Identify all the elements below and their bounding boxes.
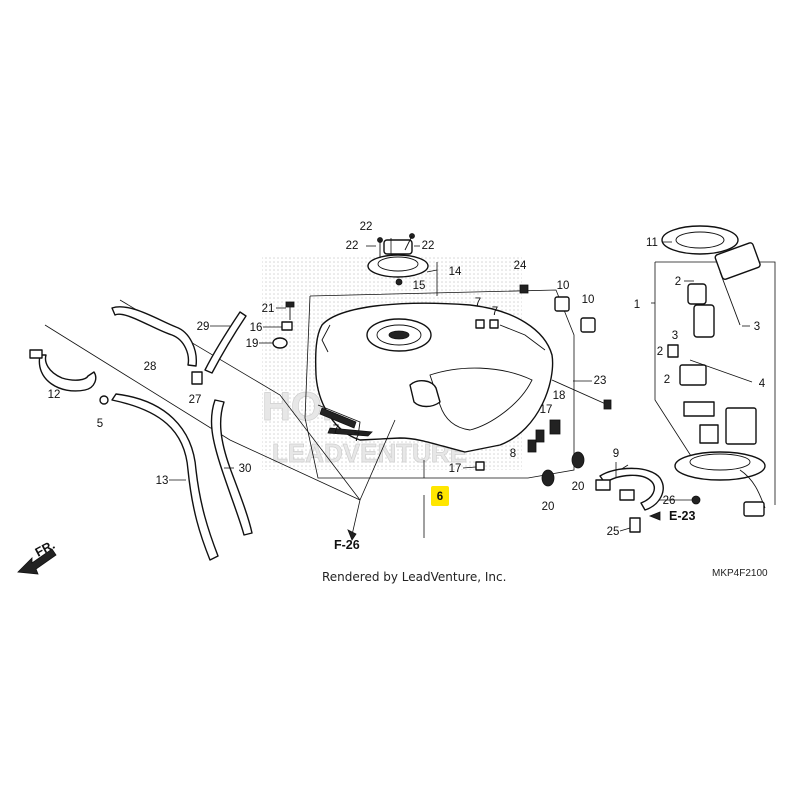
callouts: 1 2 2 2 3 3 4 5 6 7 7 7 7 8 9 10 10 11 1… [48,221,766,538]
ref-f26[interactable]: F-26 [334,538,360,552]
callout-29[interactable]: 29 [197,321,210,333]
fuel-pump-assembly [661,225,766,517]
highlight-box [431,486,449,506]
callout-28[interactable]: 28 [144,361,157,373]
callout-13[interactable]: 13 [156,475,169,487]
feed-hose [595,462,664,533]
ref-e23-arrow [648,511,661,521]
callout-7[interactable]: 7 [492,306,498,318]
callout-7[interactable]: 7 [354,432,360,444]
callout-17[interactable]: 17 [540,404,553,416]
callout-11[interactable]: 11 [646,237,658,249]
callout-7[interactable]: 7 [333,424,339,436]
callout-21[interactable]: 21 [262,303,275,315]
callout-22[interactable]: 22 [422,240,435,252]
callout-10[interactable]: 10 [557,280,570,292]
callout-16[interactable]: 16 [250,322,263,334]
callout-1[interactable]: 1 [634,299,640,311]
callout-2[interactable]: 2 [657,346,663,358]
callout-27[interactable]: 27 [189,394,202,406]
callout-6[interactable]: 6 [437,491,443,503]
ref-e23[interactable]: E-23 [669,509,695,523]
callout-leaders [169,241,694,532]
callout-2[interactable]: 2 [664,374,670,386]
callout-3[interactable]: 3 [754,321,760,333]
callout-20[interactable]: 20 [542,501,555,513]
diagram-code: MKP4F2100 [712,568,768,579]
ref-f26-leader [351,419,396,536]
callout-17[interactable]: 17 [449,463,462,475]
callout-14[interactable]: 14 [449,266,462,278]
callout-5[interactable]: 5 [97,418,103,430]
callout-22[interactable]: 22 [360,221,373,233]
callout-8[interactable]: 8 [510,448,516,460]
callout-10[interactable]: 10 [582,294,595,306]
callout-2[interactable]: 2 [675,276,681,288]
hoses [29,306,253,561]
callout-15[interactable]: 15 [413,280,426,292]
filler-cap-assembly [366,233,438,286]
hardware-parts [99,284,612,487]
callout-3[interactable]: 3 [672,330,678,342]
callout-23[interactable]: 23 [594,375,607,387]
rendered-by-text: Rendered by LeadVenture, Inc. [322,570,506,584]
callout-18[interactable]: 18 [553,390,566,402]
callout-30[interactable]: 30 [239,463,252,475]
ref-f26-arrow [347,529,357,541]
callout-4[interactable]: 4 [759,378,766,390]
callout-24[interactable]: 24 [514,260,527,272]
fuel-tank [314,302,554,453]
callout-20[interactable]: 20 [572,481,585,493]
callout-19[interactable]: 19 [246,338,259,350]
callout-12[interactable]: 12 [48,389,61,401]
callout-25[interactable]: 25 [607,526,620,538]
callout-7[interactable]: 7 [475,297,481,309]
callout-22[interactable]: 22 [346,240,359,252]
front-direction-arrow [17,548,57,575]
callout-9[interactable]: 9 [613,448,619,460]
callout-26[interactable]: 26 [663,495,676,507]
